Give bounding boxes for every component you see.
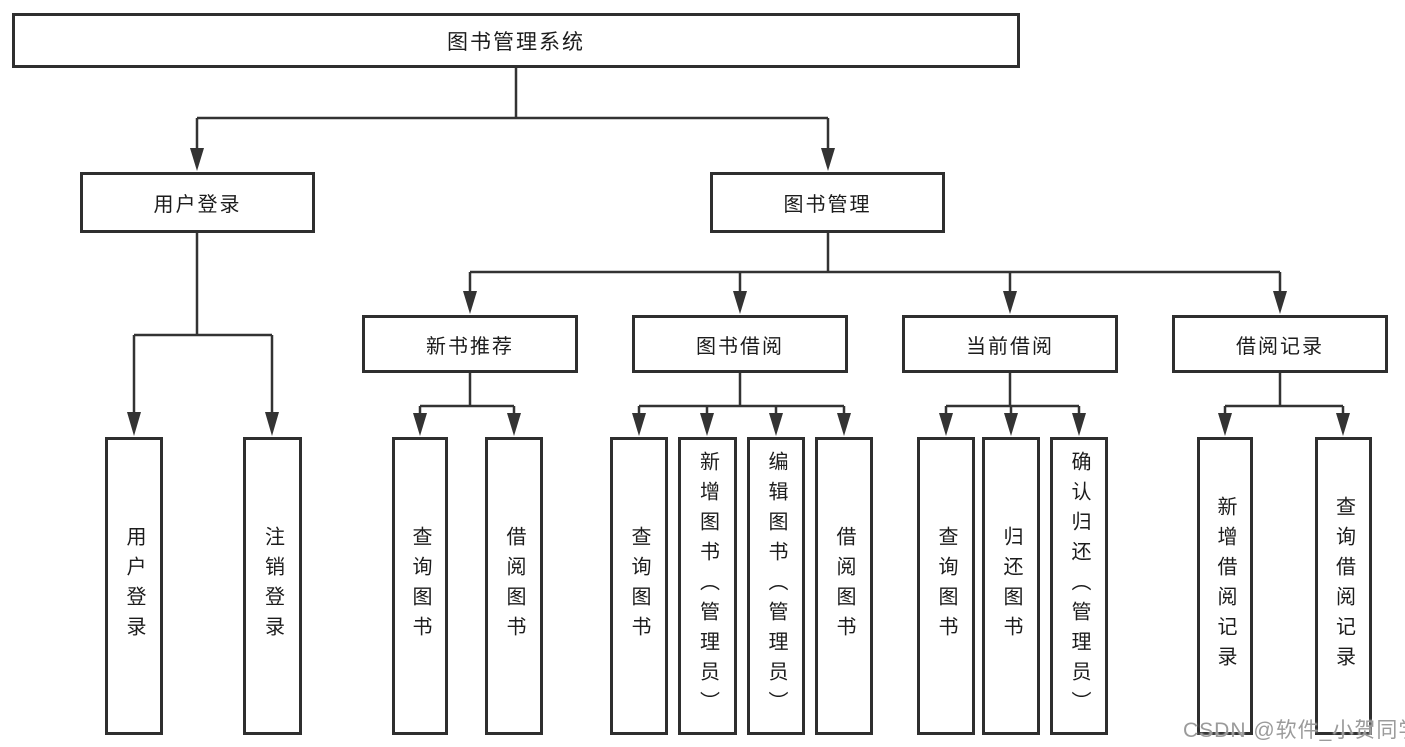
leaf-borrow-query-books-label: 查询图书 <box>628 526 650 646</box>
leaf-newbook-borrow-books: 借阅图书 <box>485 437 543 735</box>
node-new-book-recommend: 新书推荐 <box>362 315 578 373</box>
leaf-borrow-query-books: 查询图书 <box>610 437 668 735</box>
node-root: 图书管理系统 <box>12 13 1020 68</box>
node-current-borrow-label: 当前借阅 <box>966 335 1054 358</box>
leaf-current-return-books: 归还图书 <box>982 437 1040 735</box>
connector-paths <box>132 68 1345 415</box>
leaf-current-query-books-label: 查询图书 <box>935 526 957 646</box>
leaf-newbook-query-books: 查询图书 <box>392 437 448 735</box>
node-user-login: 用户登录 <box>80 172 315 233</box>
csdn-watermark: CSDN @软件_小贺同学 <box>1183 719 1405 742</box>
leaf-record-add-borrow-record: 新增借阅记录 <box>1197 437 1253 735</box>
leaf-borrow-add-books-admin-label: 新增图书（管理员） <box>696 451 719 721</box>
node-new-book-recommend-label: 新书推荐 <box>426 335 514 358</box>
node-book-borrow-label: 图书借阅 <box>696 335 784 358</box>
leaf-logout: 注销登录 <box>243 437 302 735</box>
node-current-borrow: 当前借阅 <box>902 315 1118 373</box>
node-book-management-label: 图书管理 <box>783 194 872 216</box>
leaf-newbook-borrow-books-label: 借阅图书 <box>503 526 525 646</box>
leaf-newbook-query-books-label: 查询图书 <box>409 526 431 646</box>
leaf-current-query-books: 查询图书 <box>917 437 975 735</box>
leaf-borrow-edit-books-admin: 编辑图书（管理员） <box>747 437 805 735</box>
leaf-borrow-add-books-admin: 新增图书（管理员） <box>678 437 737 735</box>
node-book-borrow: 图书借阅 <box>632 315 848 373</box>
leaf-current-confirm-return-admin: 确认归还（管理员） <box>1050 437 1108 735</box>
leaf-current-confirm-return-admin-label: 确认归还（管理员） <box>1068 451 1090 721</box>
node-root-label: 图书管理系统 <box>447 30 585 54</box>
leaf-record-query-borrow-record-label: 查询借阅记录 <box>1332 496 1355 676</box>
leaf-record-add-borrow-record-label: 新增借阅记录 <box>1214 496 1236 676</box>
node-borrow-records: 借阅记录 <box>1172 315 1388 373</box>
arrowheads <box>127 148 1350 436</box>
node-user-login-label: 用户登录 <box>153 194 242 216</box>
leaf-user-login-label: 用户登录 <box>123 526 145 646</box>
leaf-borrow-borrow-books-label: 借阅图书 <box>833 526 855 646</box>
leaf-logout-label: 注销登录 <box>261 526 284 646</box>
leaf-record-query-borrow-record: 查询借阅记录 <box>1315 437 1372 735</box>
node-borrow-records-label: 借阅记录 <box>1236 335 1324 358</box>
leaf-borrow-borrow-books: 借阅图书 <box>815 437 873 735</box>
leaf-current-return-books-label: 归还图书 <box>1000 526 1022 646</box>
node-book-management: 图书管理 <box>710 172 945 233</box>
leaf-borrow-edit-books-admin-label: 编辑图书（管理员） <box>765 451 787 721</box>
leaf-user-login: 用户登录 <box>105 437 163 735</box>
